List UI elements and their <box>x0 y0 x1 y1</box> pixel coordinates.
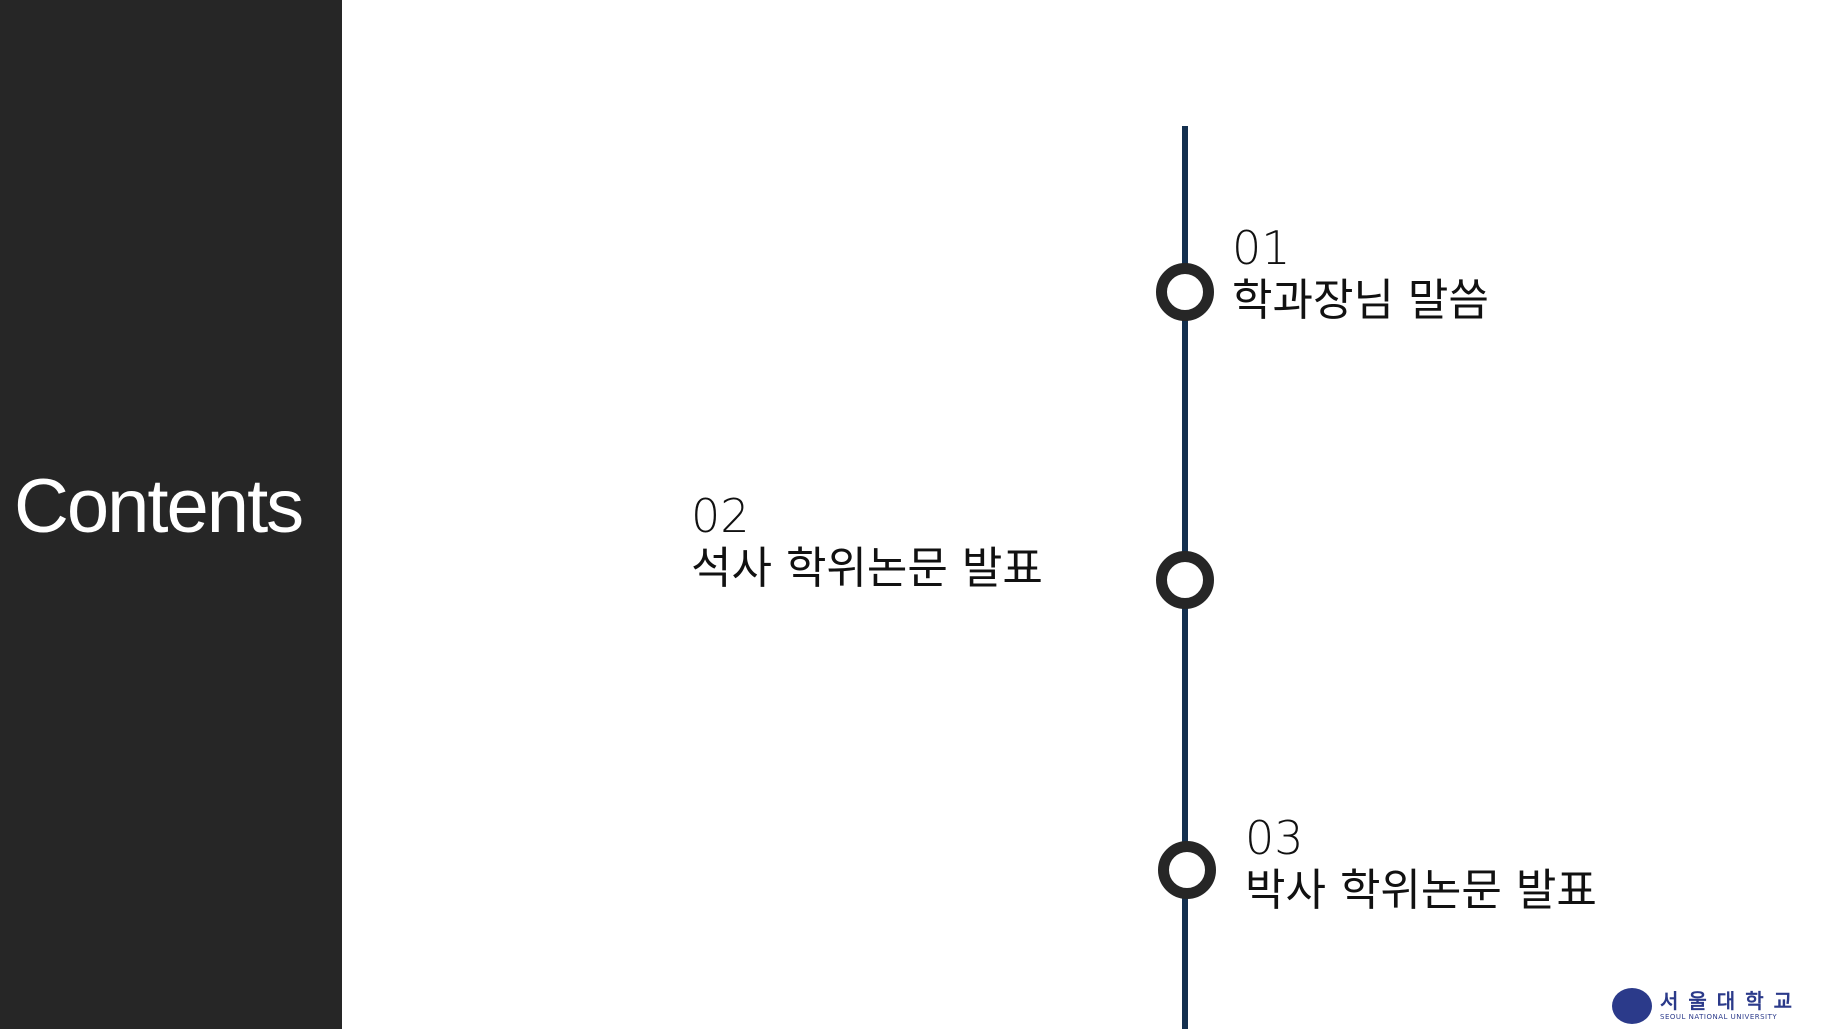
item-number: 02 <box>691 489 750 543</box>
logo-english: SEOUL NATIONAL UNIVERSITY <box>1660 1013 1778 1021</box>
university-logo: 서울대학교 SEOUL NATIONAL UNIVERSITY <box>1612 988 1802 1024</box>
timeline-node-1 <box>1156 263 1214 321</box>
logo-korean: 서울대학교 <box>1660 989 1802 1013</box>
agenda-item-3: 03 박사 학위논문 발표 <box>1245 812 1597 918</box>
agenda-item-2: 02 석사 학위논문 발표 <box>691 490 1043 596</box>
sidebar: Contents <box>0 0 342 1029</box>
university-seal-icon <box>1612 988 1652 1024</box>
timeline-node-3 <box>1158 841 1216 899</box>
agenda-item-1: 01 학과장님 말씀 <box>1232 222 1489 328</box>
sidebar-title: Contents <box>14 464 304 549</box>
item-label: 박사 학위논문 발표 <box>1245 865 1597 916</box>
item-number: 01 <box>1232 221 1291 275</box>
item-label: 석사 학위논문 발표 <box>691 543 1043 594</box>
item-number: 03 <box>1245 811 1304 865</box>
timeline-node-2 <box>1156 551 1214 609</box>
item-label: 학과장님 말씀 <box>1232 275 1489 326</box>
